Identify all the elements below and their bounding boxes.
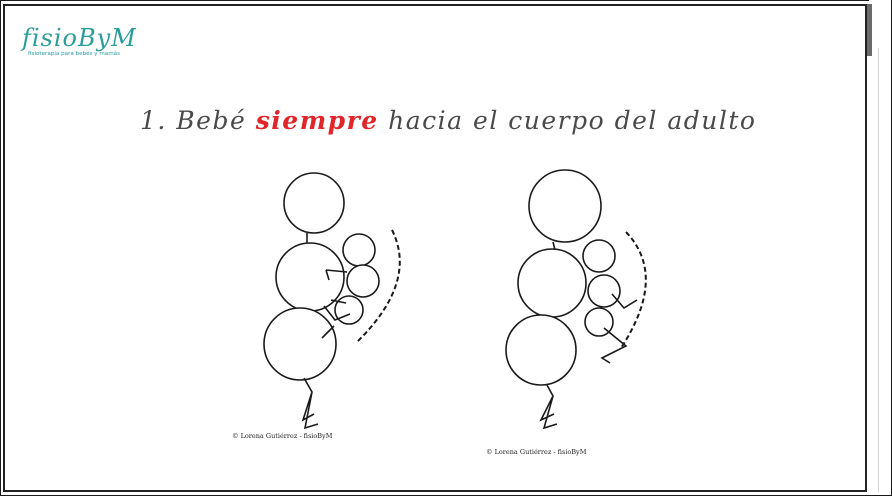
figure-right: [505, 169, 647, 430]
title-suffix: hacia el cuerpo del adulto: [378, 106, 757, 135]
scrollbar-track[interactable]: [878, 48, 879, 492]
figure-caption-left: © Lorena Gutiérrez - fisioByM: [232, 432, 333, 440]
figure-caption-right: © Lorena Gutiérrez - fisioByM: [486, 448, 587, 456]
slide-canvas: [3, 4, 867, 492]
baby-left: [321, 233, 380, 339]
adult-torso-left: [263, 172, 345, 430]
title-highlight: siempre: [255, 106, 379, 135]
figure-left: [263, 172, 401, 430]
adult-torso-right: [505, 169, 602, 430]
baby-right: [582, 239, 638, 364]
title-prefix: 1. Bebé: [140, 106, 256, 135]
spine-curve-left: [356, 229, 401, 343]
spine-curve-right: [620, 231, 647, 349]
slide-scroll-gutter: [869, 0, 891, 494]
slide-title: 1. Bebé siempre hacia el cuerpo del adul…: [140, 106, 756, 135]
scrollbar-thumb[interactable]: [867, 4, 872, 56]
logo-tagline: fisioterapia para bebés y mamás: [28, 51, 121, 57]
brand-logo: fisioByM fisioterapia para bebés y mamás: [22, 26, 137, 57]
logo-wordmark: fisioByM: [22, 24, 137, 52]
